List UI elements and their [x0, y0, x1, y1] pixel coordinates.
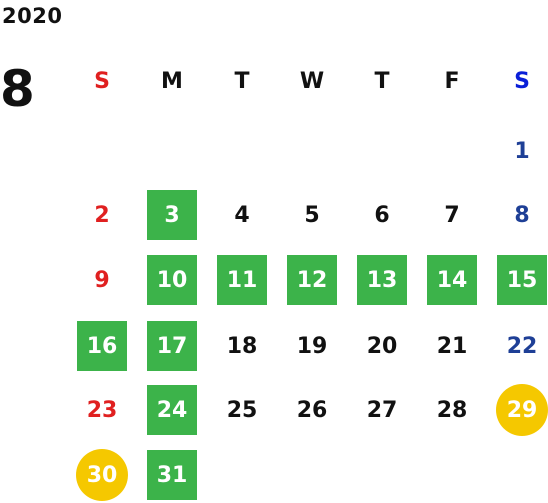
day-cell[interactable]: 23	[86, 397, 118, 423]
day-cell[interactable]: 2	[94, 202, 110, 228]
weekday-monday: M	[161, 68, 183, 94]
day-cell[interactable]: 4	[234, 202, 250, 228]
day-cell[interactable]: 14	[427, 255, 477, 305]
day-cell[interactable]: 10	[147, 255, 197, 305]
year-label: 2020	[2, 4, 63, 28]
month-number: 8	[0, 60, 35, 118]
day-cell[interactable]: 5	[304, 202, 320, 228]
weekday-friday: F	[444, 68, 460, 94]
day-cell[interactable]: 16	[77, 321, 127, 371]
day-cell[interactable]: 30	[76, 449, 128, 501]
weekday-wednesday: W	[299, 68, 325, 94]
day-cell[interactable]: 15	[497, 255, 547, 305]
day-cell[interactable]: 28	[436, 397, 468, 423]
day-cell[interactable]: 22	[506, 333, 538, 359]
day-cell[interactable]: 8	[514, 202, 530, 228]
day-cell[interactable]: 9	[94, 267, 110, 293]
day-cell[interactable]: 1	[514, 138, 530, 164]
day-cell[interactable]: 27	[366, 397, 398, 423]
day-cell[interactable]: 11	[217, 255, 267, 305]
day-cell[interactable]: 20	[366, 333, 398, 359]
weekday-thursday: T	[374, 68, 390, 94]
day-cell[interactable]: 17	[147, 321, 197, 371]
day-cell[interactable]: 3	[147, 190, 197, 240]
weekday-saturday: S	[514, 68, 530, 94]
day-cell[interactable]: 21	[436, 333, 468, 359]
day-cell[interactable]: 7	[444, 202, 460, 228]
day-cell[interactable]: 25	[226, 397, 258, 423]
weekday-sunday: S	[94, 68, 110, 94]
day-cell[interactable]: 29	[496, 384, 548, 436]
day-cell[interactable]: 6	[374, 202, 390, 228]
day-cell[interactable]: 26	[296, 397, 328, 423]
day-cell[interactable]: 18	[226, 333, 258, 359]
day-cell[interactable]: 19	[296, 333, 328, 359]
day-cell[interactable]: 13	[357, 255, 407, 305]
day-cell[interactable]: 31	[147, 450, 197, 500]
day-cell[interactable]: 12	[287, 255, 337, 305]
weekday-tuesday: T	[234, 68, 250, 94]
day-cell[interactable]: 24	[147, 385, 197, 435]
